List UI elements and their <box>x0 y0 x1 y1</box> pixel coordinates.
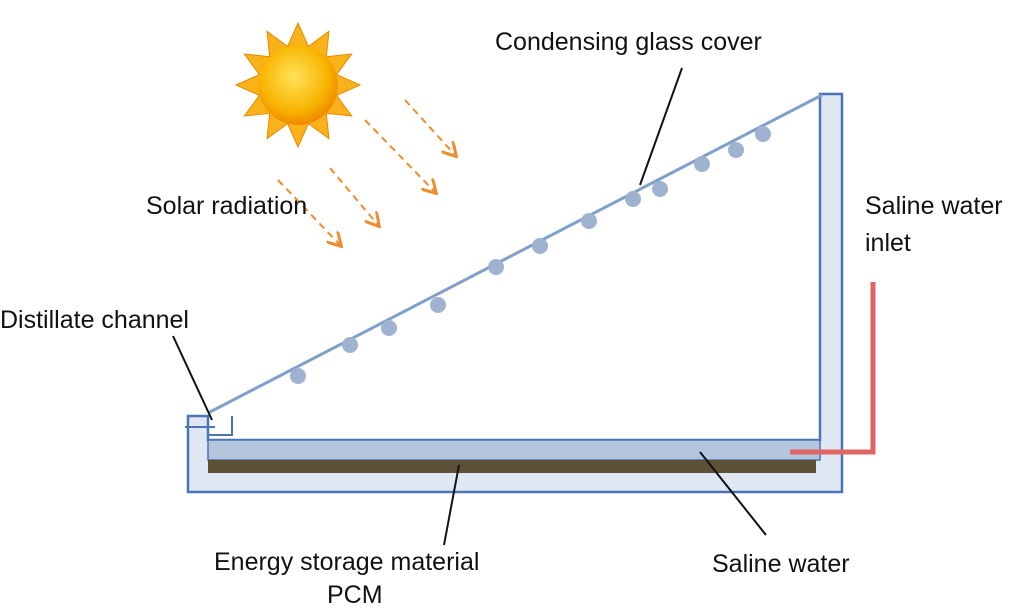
droplet <box>488 259 504 275</box>
distillate-channel <box>185 416 233 436</box>
label-energy-storage-material: Energy storage material <box>214 548 480 576</box>
sun-disc <box>258 45 338 125</box>
saline-water-inlet-pipe <box>790 282 876 455</box>
label-saline-water-inlet-1: Saline water <box>865 192 1003 220</box>
droplet <box>694 156 710 172</box>
label-distillate-channel: Distillate channel <box>0 306 189 334</box>
droplet <box>625 191 641 207</box>
sun-icon <box>234 21 362 149</box>
pcm-layer <box>208 460 816 473</box>
saline-water-layer <box>207 439 821 461</box>
label-condensing-glass-cover: Condensing glass cover <box>495 28 762 56</box>
droplet <box>581 213 597 229</box>
droplet <box>290 368 306 384</box>
label-saline-water: Saline water <box>712 550 850 578</box>
glass-cover <box>207 93 823 415</box>
droplet <box>430 297 446 313</box>
label-pcm: PCM <box>327 581 383 609</box>
condensate-droplets <box>290 126 771 384</box>
droplet <box>532 238 548 254</box>
droplet <box>342 337 358 353</box>
solar-radiation-arrows <box>277 99 455 245</box>
droplet <box>728 142 744 158</box>
droplet <box>652 181 668 197</box>
leader-lines <box>172 67 767 546</box>
label-saline-water-inlet-2: inlet <box>865 229 911 257</box>
label-solar-radiation: Solar radiation <box>146 192 308 220</box>
basin-frame <box>186 92 844 494</box>
droplet <box>381 320 397 336</box>
droplet <box>755 126 771 142</box>
